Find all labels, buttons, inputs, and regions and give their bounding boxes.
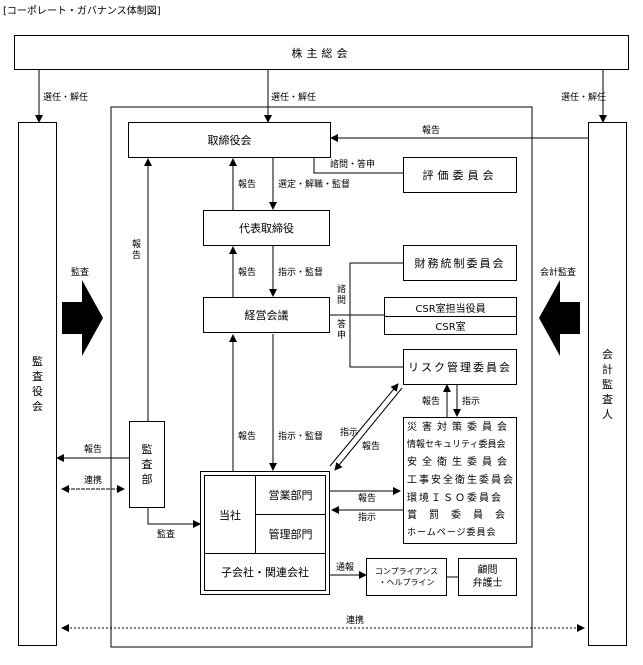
- label-audit-left: 監査: [71, 268, 90, 278]
- committee-item: 環境ＩＳＯ委員会: [407, 493, 503, 504]
- evaluation-committee-box: 評価委員会: [403, 157, 517, 193]
- legal-advisor-line2: 弁護士: [472, 578, 503, 589]
- president-label: 代表取締役: [239, 222, 294, 235]
- company-group-box: 当社 営業部門 管理部門 子会社・関連会社: [200, 471, 330, 595]
- label-appoint-center: 選任・解任: [271, 93, 317, 103]
- subsidiaries-cell: 子会社・関連会社: [205, 553, 325, 590]
- label-report-committees: 報告: [358, 494, 377, 504]
- committee-item: 情報セキュリティ委員会: [407, 440, 506, 450]
- audit-department-label: 監査部: [141, 443, 153, 486]
- risk-committee-label: リスク管理委員会: [408, 361, 512, 374]
- compliance-line2: ・ヘルプライン: [378, 578, 435, 587]
- label-answer: 答申: [336, 320, 346, 341]
- audit-board-box: 監査役会: [18, 122, 57, 646]
- csr-office-label: CSR室: [435, 322, 466, 333]
- board-of-directors-box: 取締役会: [128, 122, 331, 158]
- company-label: 当社: [219, 508, 241, 522]
- legal-advisor-line1: 顧問: [477, 565, 498, 576]
- label-report-mgmt: 報告: [238, 432, 257, 442]
- label-report-president: 報告: [238, 268, 257, 278]
- audit-department-box: 監査部: [129, 421, 165, 508]
- shareholders-meeting-box: 株主総会: [14, 35, 629, 70]
- label-appoint-right: 選任・解任: [561, 93, 607, 103]
- risk-committee-box: リスク管理委員会: [403, 349, 517, 385]
- board-of-directors-label: 取締役会: [207, 134, 252, 147]
- csr-officer-box: CSR室担当役員: [384, 297, 517, 317]
- csr-officer-label: CSR室担当役員: [415, 303, 486, 315]
- label-notify: 通報: [336, 563, 355, 573]
- subsidiaries-label: 子会社・関連会社: [221, 566, 309, 579]
- committee-item: 災害対策委員会: [407, 422, 512, 433]
- label-consult-answer: 諮問・答申: [330, 160, 376, 170]
- committee-item: 賞罰委員会: [407, 510, 517, 521]
- label-select-supervise: 選定・解職・監督: [278, 180, 351, 190]
- label-report-diag: 報告: [362, 442, 381, 452]
- label-report-audit-dept: 報告: [131, 240, 141, 261]
- label-instruct-supervise-1: 指示・監督: [278, 268, 324, 278]
- label-report-top: 報告: [422, 126, 441, 136]
- label-instruct-diag: 指示: [340, 428, 359, 438]
- sales-division-label: 営業部門: [268, 489, 313, 502]
- committees-box: 災害対策委員会 情報セキュリティ委員会 安全衛生委員会 工事安全衛生委員会 環境…: [403, 417, 517, 544]
- management-meeting-label: 経営会議: [244, 309, 289, 322]
- admin-division-label: 管理部門: [268, 528, 313, 541]
- compliance-helpline-box: コンプライアンス ・ヘルプライン: [366, 558, 447, 596]
- label-liaison-left: 連携: [84, 476, 103, 486]
- company-group-inner: 当社 営業部門 管理部門 子会社・関連会社: [204, 475, 326, 591]
- label-audit-company: 監査: [157, 530, 176, 540]
- legal-advisor-box: 顧問 弁護士: [458, 558, 517, 596]
- committee-item: 安全衛生委員会: [407, 457, 512, 468]
- company-cell: 当社: [205, 476, 256, 553]
- committee-item: ホームページ委員会: [407, 528, 497, 538]
- president-box: 代表取締役: [203, 210, 330, 246]
- label-instruct-committees: 指示: [358, 513, 377, 523]
- label-report-board: 報告: [238, 180, 257, 190]
- compliance-line1: コンプライアンス: [374, 567, 439, 576]
- finance-committee-box: 財務統制委員会: [403, 245, 517, 281]
- committee-item: 工事安全衛生委員会: [407, 475, 515, 486]
- page-title: [コーポレート・ガバナンス体制図]: [3, 6, 161, 17]
- csr-office-box: CSR室: [384, 316, 517, 335]
- admin-division-cell: 管理部門: [256, 515, 325, 553]
- label-instruct-risk: 指示: [462, 397, 481, 407]
- label-report-risk: 報告: [422, 397, 441, 407]
- label-liaison-bottom: 連携: [346, 616, 365, 626]
- label-consult: 諮問: [336, 285, 346, 306]
- label-report-to-audit-board: 報告: [84, 445, 103, 455]
- accounting-auditor-box: 会計監査人: [588, 122, 627, 646]
- accounting-auditor-label: 会計監査人: [602, 347, 613, 421]
- label-instruct-supervise-2: 指示・監督: [278, 432, 324, 442]
- sales-division-cell: 営業部門: [256, 476, 325, 515]
- audit-board-label: 監査役会: [32, 355, 43, 413]
- management-meeting-box: 経営会議: [203, 297, 330, 333]
- evaluation-committee-label: 評価委員会: [422, 169, 498, 182]
- finance-committee-label: 財務統制委員会: [414, 257, 506, 270]
- shareholders-meeting-label: 株主総会: [291, 46, 352, 60]
- label-audit-right: 会計監査: [540, 268, 577, 278]
- label-appoint-left: 選任・解任: [43, 93, 89, 103]
